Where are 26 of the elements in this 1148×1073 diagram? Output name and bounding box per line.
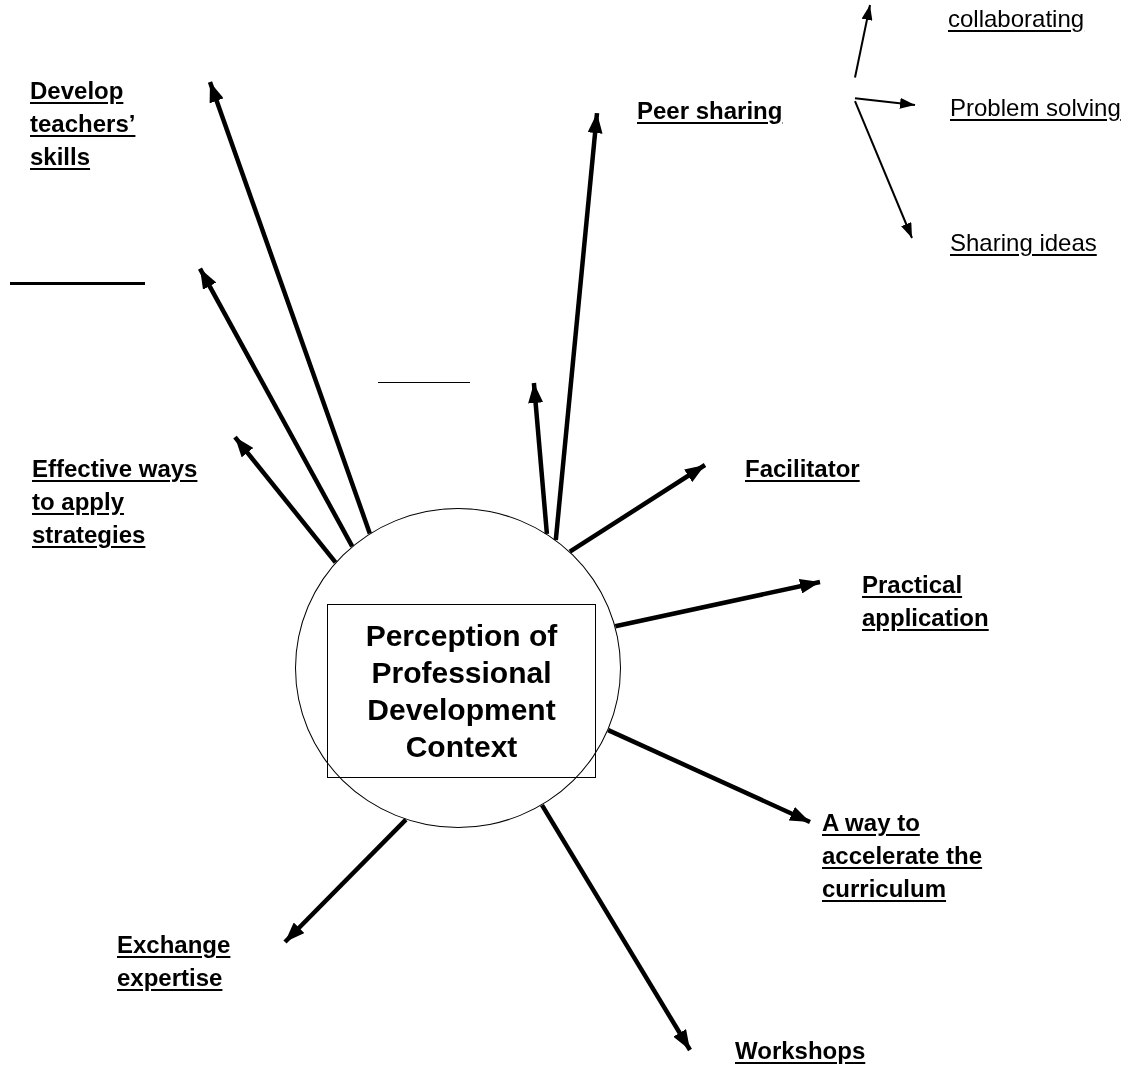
arrow	[854, 100, 913, 239]
arrow	[614, 578, 821, 629]
arrow	[207, 81, 372, 535]
box-label: Perception of Professional Development Context	[364, 618, 559, 765]
arrow	[540, 803, 692, 1052]
concept-label: collaborating	[870, 2, 1098, 35]
concept-label: Facilitator	[705, 452, 885, 485]
concept-box	[327, 604, 596, 778]
arrow	[233, 435, 338, 564]
concept-label: Develop teachers’ skills	[30, 74, 210, 173]
concept-label: Peer sharing	[597, 72, 855, 135]
concept-label: Sharing ideas	[912, 226, 1110, 259]
concept-label: Problem solving	[915, 91, 1130, 124]
concept-label: Effective ways to apply strategies	[32, 420, 235, 551]
concept-label: Exchange expertise	[117, 928, 285, 994]
arrow	[283, 818, 408, 944]
arrow	[854, 97, 916, 109]
arrow	[198, 267, 355, 548]
concept-label: Workshops	[690, 1034, 875, 1067]
arrow	[854, 4, 873, 79]
arrow	[528, 382, 550, 535]
arrow	[553, 112, 603, 541]
arrow	[568, 463, 707, 554]
arrow	[607, 728, 811, 825]
concept-label: A way to accelerate the curriculum	[810, 806, 997, 905]
concept-label: Practical application	[820, 568, 1002, 634]
